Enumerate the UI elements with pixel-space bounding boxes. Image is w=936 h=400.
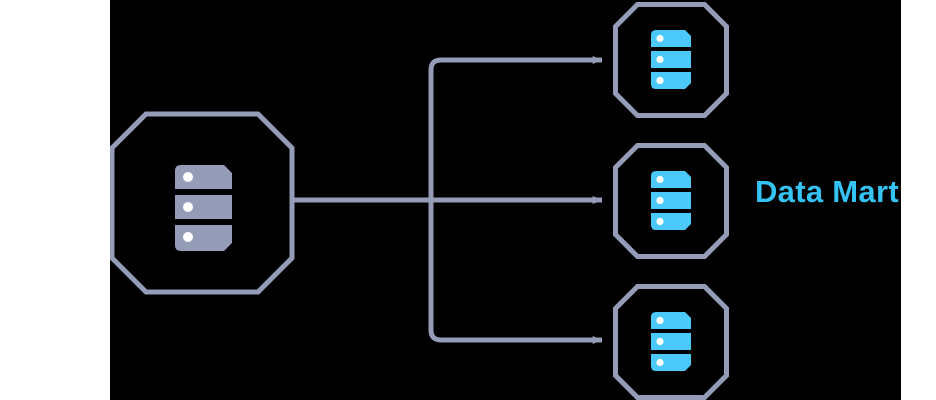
node-data-mart-top[interactable] <box>613 2 729 118</box>
connector-to-top <box>428 56 603 200</box>
database-icon <box>651 30 691 89</box>
connector-to-bottom <box>428 200 603 344</box>
diagram-graphics <box>110 2 729 400</box>
database-icon <box>651 312 691 371</box>
node-data-mart-bottom[interactable] <box>613 284 729 400</box>
data-mart-label: Data Mart <box>755 174 899 209</box>
node-data-mart-middle[interactable] <box>613 143 729 259</box>
database-icon <box>175 165 232 251</box>
node-data-warehouse[interactable] <box>110 111 295 295</box>
diagram-dark-canvas: Data Mart <box>110 0 901 400</box>
database-icon <box>651 171 691 230</box>
